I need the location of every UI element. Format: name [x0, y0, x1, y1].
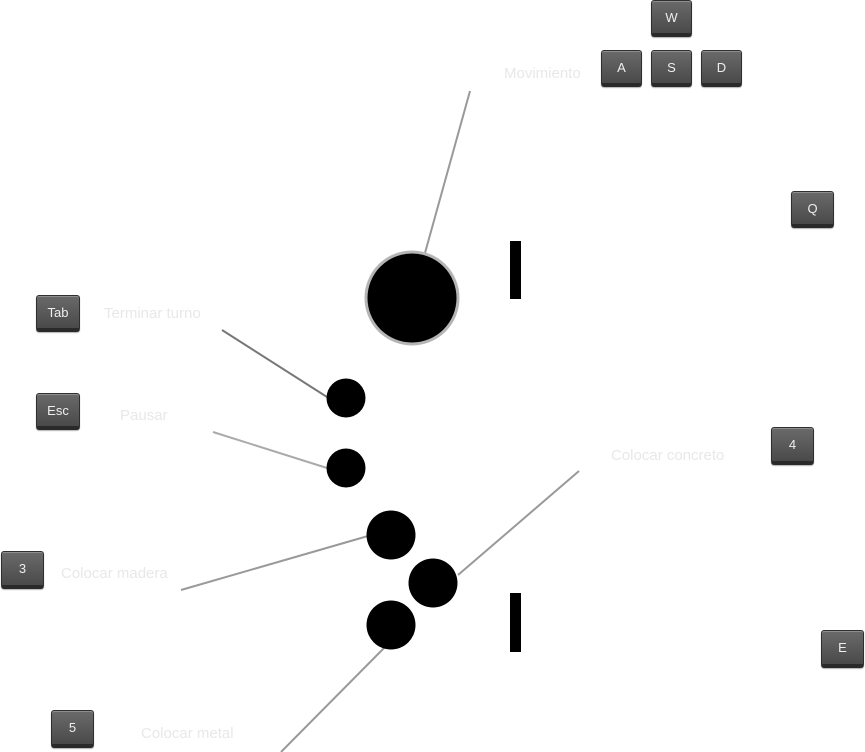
place-concrete-leader-line — [457, 470, 580, 576]
key-5[interactable]: 5 — [51, 710, 94, 748]
key-tab[interactable]: Tab — [36, 295, 80, 332]
key-d[interactable]: D — [701, 50, 742, 87]
end-turn-unit[interactable] — [326, 378, 366, 418]
key-3[interactable]: 3 — [1, 551, 44, 589]
end-turn-label: Terminar turno — [104, 305, 201, 322]
metal-block[interactable] — [366, 600, 416, 650]
wall-segment-lower — [510, 593, 521, 652]
key-esc[interactable]: Esc — [36, 393, 80, 430]
key-a[interactable]: A — [601, 50, 642, 87]
key-s[interactable]: S — [651, 50, 692, 87]
pause-label: Pausar — [120, 407, 168, 424]
key-e[interactable]: E — [821, 630, 864, 668]
key-4[interactable]: 4 — [771, 427, 814, 465]
movement-leader-line — [424, 90, 471, 254]
pause-unit[interactable] — [326, 448, 366, 488]
movement-label: Movimiento — [504, 65, 581, 82]
pause-leader-line — [212, 431, 328, 469]
wall-segment-upper — [510, 241, 521, 299]
place-concrete-label: Colocar concreto — [611, 447, 725, 464]
wood-block[interactable] — [366, 510, 416, 560]
player-unit[interactable] — [364, 250, 460, 346]
key-q[interactable]: Q — [791, 191, 834, 228]
place-wood-label: Colocar madera — [61, 565, 168, 582]
end-turn-leader-line — [221, 329, 328, 398]
place-metal-label: Colocar metal — [141, 725, 234, 742]
concrete-block[interactable] — [408, 558, 458, 608]
key-w[interactable]: W — [651, 0, 692, 37]
place-metal-leader-line — [280, 647, 385, 752]
place-wood-leader-line — [180, 535, 369, 591]
